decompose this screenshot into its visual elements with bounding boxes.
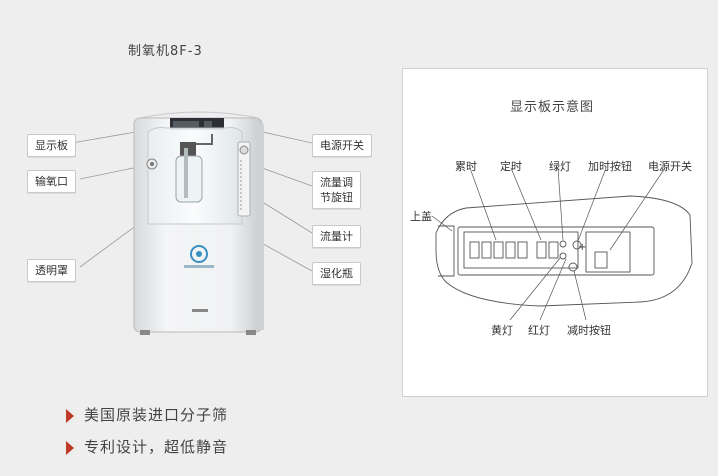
callout-flow-knob: 流量调 节旋钮 [312, 171, 361, 209]
callout-flowmeter: 流量计 [312, 225, 361, 248]
svg-text:+: + [578, 242, 586, 253]
panel-title: 显示板示意图 [510, 100, 595, 115]
label-timer: 定时 [500, 160, 522, 173]
label-red-light: 红灯 [528, 324, 550, 337]
callout-transparent-cover: 透明罩 [27, 259, 76, 282]
callout-humidifier-bottle: 湿化瓶 [312, 262, 361, 285]
triangle-bullet-icon [66, 408, 74, 423]
label-power-switch: 电源开关 [648, 160, 692, 173]
display-panel-diagram [402, 68, 708, 397]
feature-item: 美国原装进口分子筛 [66, 404, 228, 425]
label-top-cover: 上盖 [410, 210, 432, 223]
callout-display-board: 显示板 [27, 134, 76, 157]
label-add-time-button: 加时按钮 [588, 160, 632, 173]
product-title: 制氧机8F-3 [128, 44, 203, 59]
feature-text: 美国原装进口分子筛 [84, 406, 229, 424]
label-cumulative-time: 累时 [455, 160, 477, 173]
callout-power-switch: 电源开关 [312, 134, 372, 157]
feature-item: 专利设计，超低静音 [66, 436, 228, 457]
label-green-light: 绿灯 [549, 160, 571, 173]
callout-oxygen-outlet: 输氧口 [27, 170, 76, 193]
triangle-bullet-icon [66, 440, 74, 455]
label-yellow-light: 黄灯 [491, 324, 513, 337]
oxygen-concentrator-image [133, 111, 264, 335]
feature-text: 专利设计，超低静音 [84, 438, 229, 456]
label-reduce-time-button: 减时按钮 [567, 324, 611, 337]
